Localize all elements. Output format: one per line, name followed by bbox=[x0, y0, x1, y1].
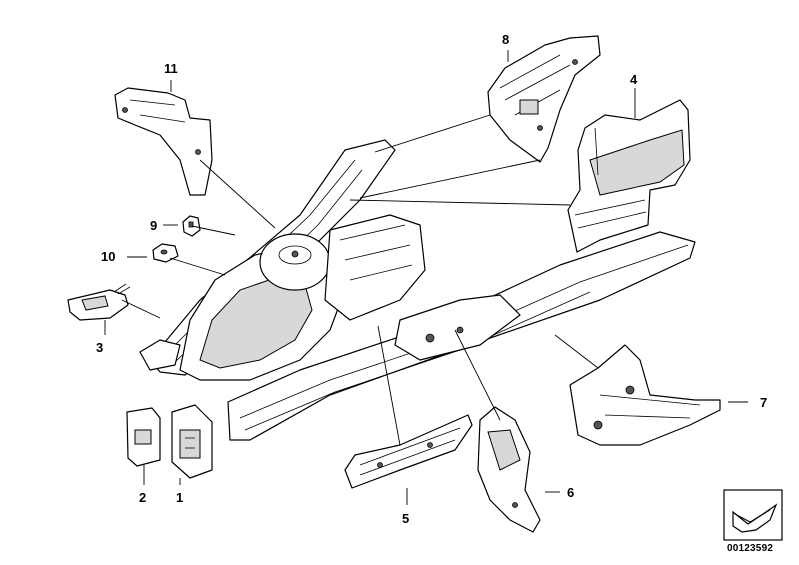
part-3-bracket bbox=[67, 283, 131, 321]
callout-3: 3 bbox=[96, 340, 104, 355]
part-11-bracket bbox=[114, 87, 213, 196]
part-5-sill bbox=[344, 414, 473, 489]
part-4-wheelhouse bbox=[567, 99, 691, 253]
part-7-floor-section bbox=[569, 344, 721, 446]
direction-arrow-icon bbox=[723, 489, 783, 541]
part-9-clip bbox=[182, 215, 201, 237]
callout-7: 7 bbox=[760, 395, 768, 410]
callout-2: 2 bbox=[139, 490, 147, 505]
main-body-assembly bbox=[139, 139, 696, 441]
diagram-reference-number: 00123592 bbox=[727, 543, 774, 554]
part-2-plate bbox=[126, 407, 161, 467]
leader-lines bbox=[104, 50, 748, 505]
callout-9: 9 bbox=[150, 218, 158, 233]
callout-6: 6 bbox=[567, 485, 575, 500]
part-10-pad bbox=[152, 243, 179, 263]
callout-8: 8 bbox=[502, 32, 510, 47]
callout-1: 1 bbox=[176, 490, 184, 505]
part-6-pillar-panel bbox=[477, 406, 541, 533]
callout-10: 10 bbox=[101, 249, 116, 264]
callout-4: 4 bbox=[630, 72, 638, 87]
callout-11: 11 bbox=[164, 61, 178, 76]
part-8-member bbox=[487, 35, 601, 163]
callout-5: 5 bbox=[402, 511, 410, 526]
part-1-mount bbox=[171, 404, 213, 479]
